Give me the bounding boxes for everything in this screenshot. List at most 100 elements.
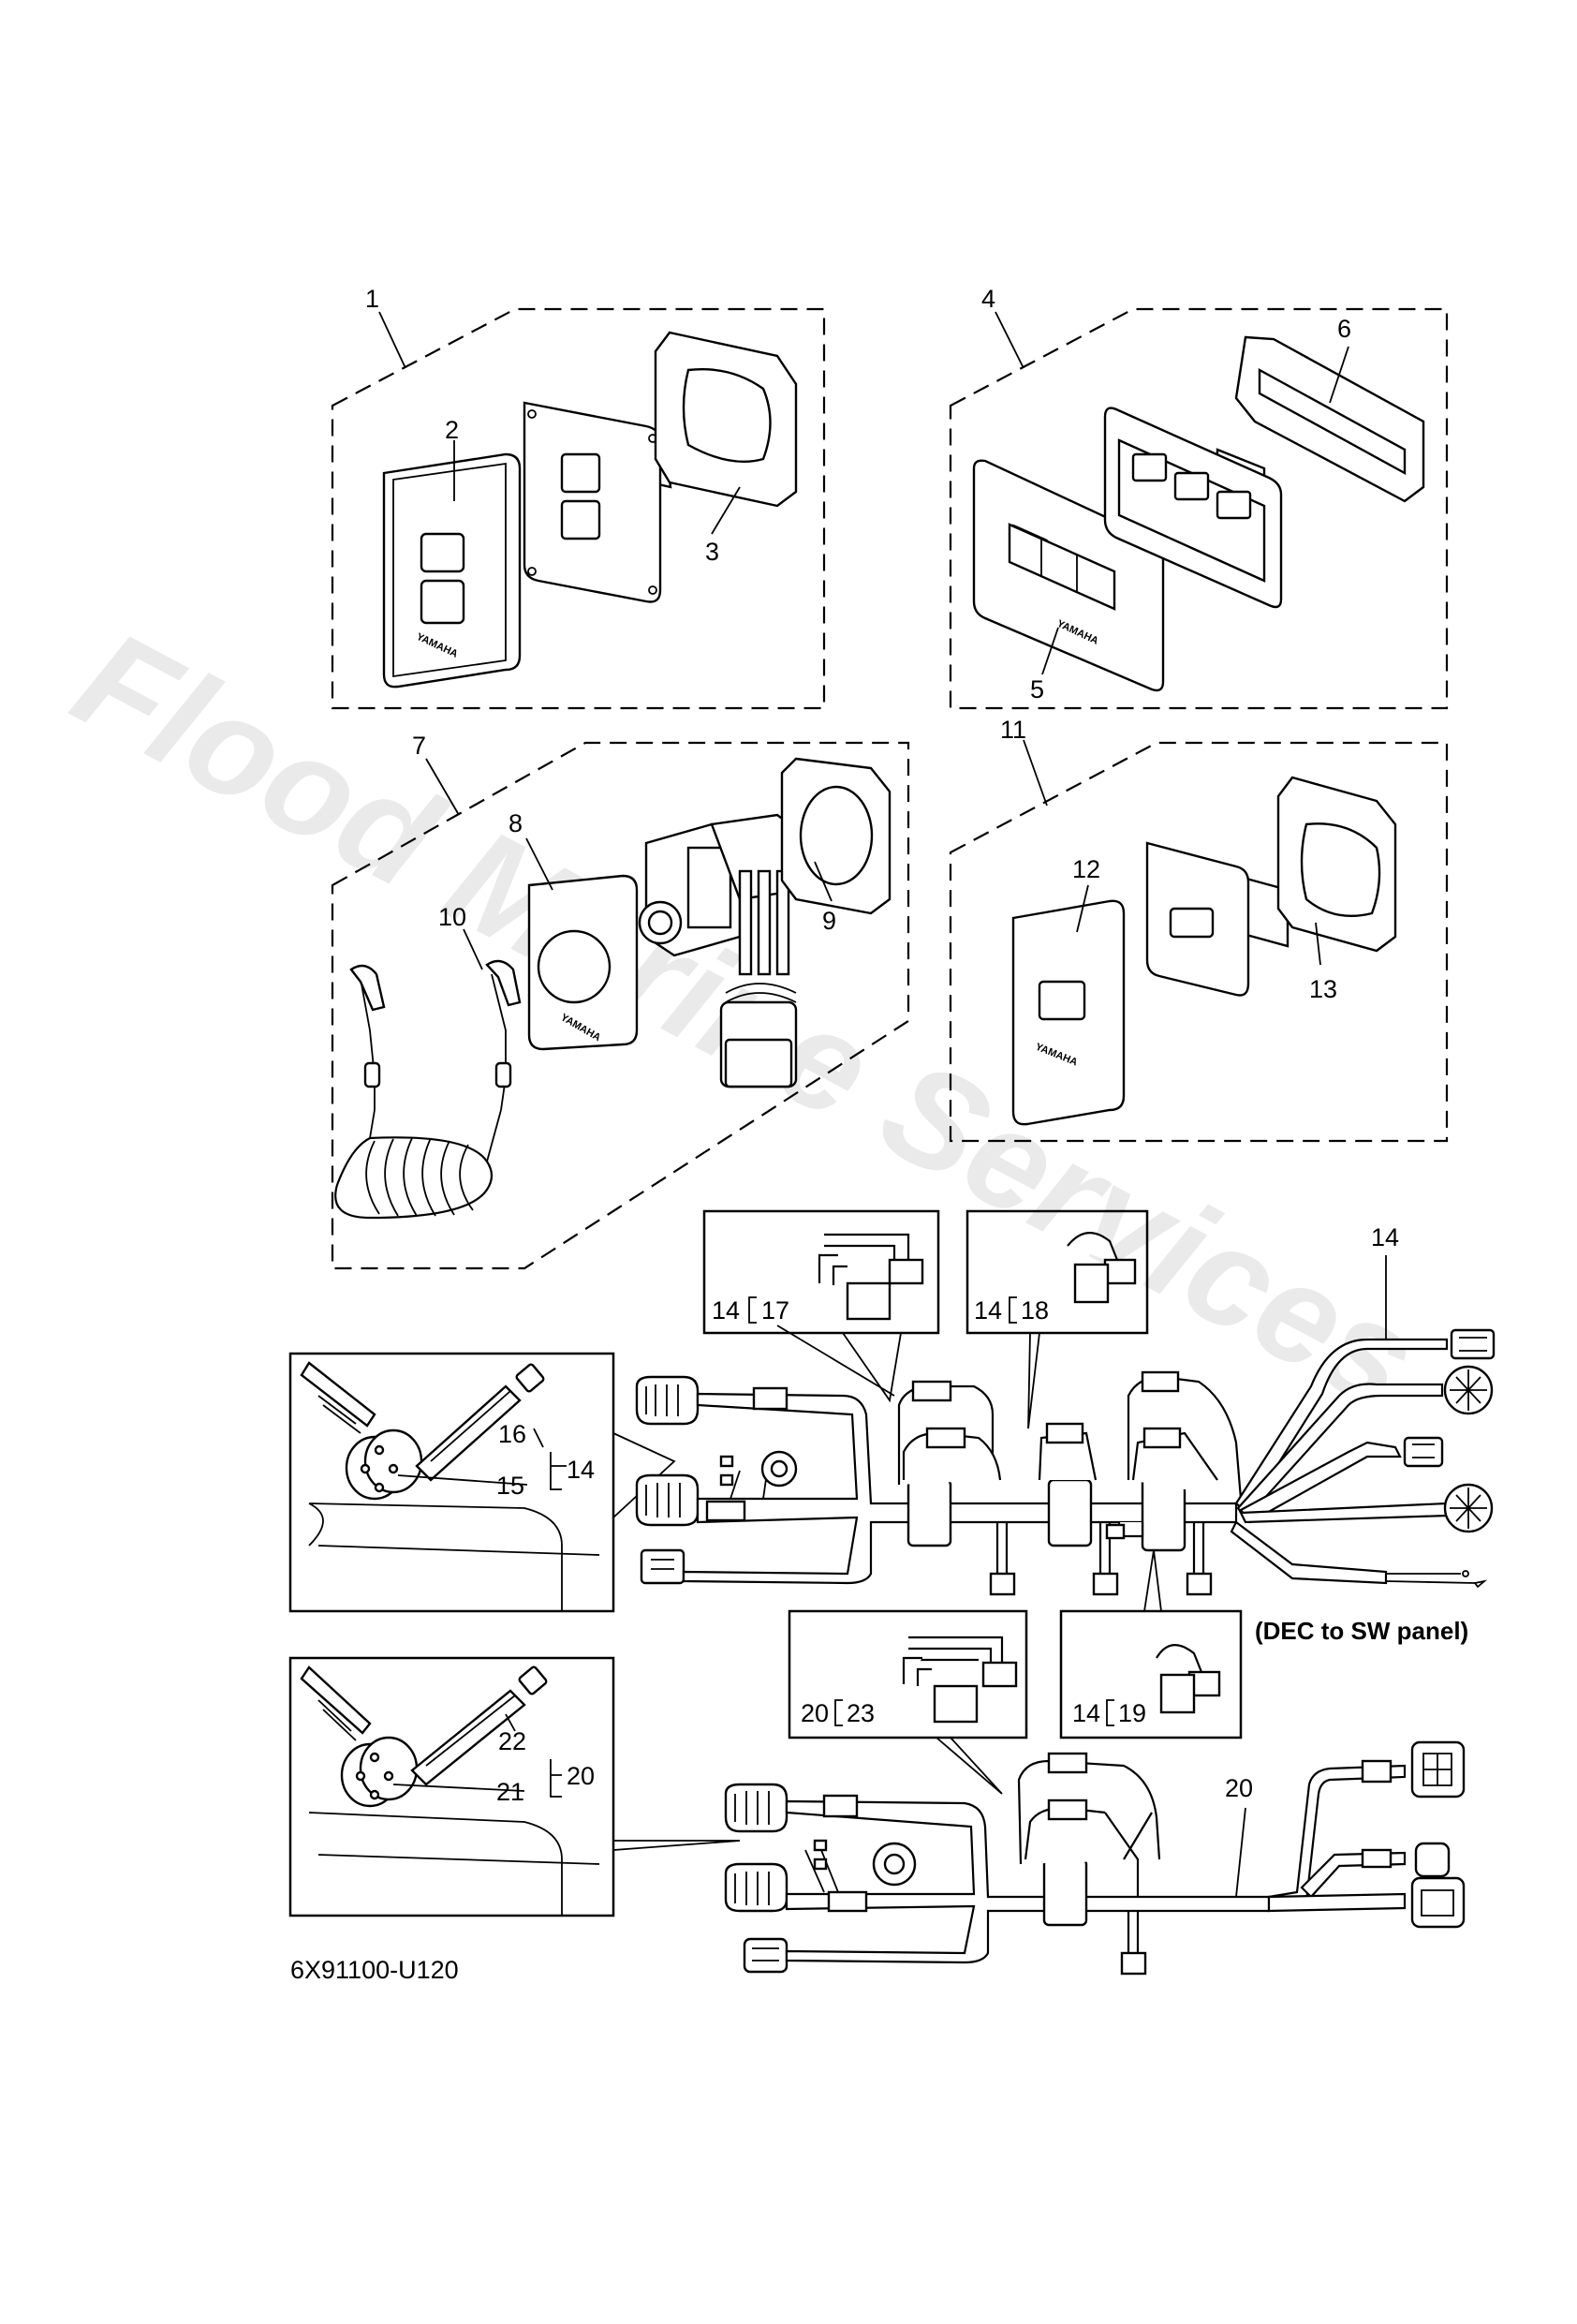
connector-left-lower-14 (640, 1548, 685, 1585)
part-number-6: 6 (1337, 315, 1351, 343)
lanyard-10 (334, 959, 522, 1220)
group-label-14-18-a: 14 (974, 1296, 1002, 1325)
part-number-22: 22 (498, 1727, 526, 1755)
group-7-border (331, 741, 910, 1270)
harness-20-trunk (785, 1799, 1271, 1964)
cover-panel-2: YAMAHA (382, 452, 522, 688)
connector-right-20-a (1410, 1740, 1466, 1799)
connector-right-14-a (1450, 1328, 1496, 1360)
leader-22 (505, 1713, 516, 1732)
pointer-inset-14-18 (1027, 1332, 1040, 1429)
harness-14-trunk (682, 1392, 1238, 1585)
leader-4 (995, 311, 1024, 369)
connector-left-upper-20 (724, 1783, 788, 1833)
group-label-21-20: 20 (567, 1762, 595, 1790)
group-label-14-17-a: 14 (712, 1296, 740, 1325)
leader-3 (711, 486, 741, 535)
part-number-4: 4 (981, 285, 995, 313)
part-number-9: 9 (822, 907, 836, 935)
group-1-border (331, 307, 826, 710)
cover-panel-8: YAMAHA (527, 874, 639, 1051)
switch-body-1 (523, 401, 672, 603)
part-number-12: 12 (1072, 855, 1100, 883)
connector-right-14-d (1443, 1483, 1494, 1533)
leader-12 (1076, 884, 1089, 933)
harness-20: 20 (724, 1740, 1466, 1976)
pointer-inset-20-23 (936, 1737, 1003, 1795)
relay-block-20 (1042, 1858, 1088, 1927)
group-7-main-switch: 7 YAMAHA 8 9 (331, 732, 910, 1270)
gasket-6 (1234, 335, 1425, 503)
group-label-15-14: 14 (567, 1456, 595, 1484)
pointer-inset-14-19 (1143, 1549, 1162, 1612)
part-number-10: 10 (438, 903, 466, 931)
cable-tie-22 (410, 1665, 548, 1786)
sensor-21 (300, 1665, 600, 1916)
gasket-9 (780, 757, 892, 915)
part-number-3: 3 (705, 538, 719, 566)
leader-8 (525, 837, 553, 891)
group-label-14-19-a: 14 (1072, 1699, 1100, 1727)
sensor-15 (300, 1361, 600, 1611)
cable-tie-16 (415, 1363, 545, 1482)
part-number-21: 21 (496, 1778, 524, 1806)
leader-7 (425, 758, 460, 816)
group-label-14-19-b: 19 (1118, 1699, 1146, 1727)
note-dec-to-sw-panel: (DEC to SW panel) (1255, 1617, 1468, 1645)
leader-13 (1315, 922, 1321, 966)
cover-panel-5: YAMAHA (972, 459, 1165, 692)
detail-box-15-16: 16 15 14 (288, 1352, 676, 1613)
relay-block-14-a (906, 1478, 952, 1547)
diagram-code: 6X91100-U120 (290, 1956, 459, 1984)
cover-panel-12: YAMAHA (1011, 899, 1126, 1126)
group-1-switch-panel: 1 YAMAHA 2 3 (331, 285, 826, 710)
part-number-8: 8 (508, 809, 523, 837)
leader-20 (1235, 1807, 1246, 1898)
part-number-13: 13 (1309, 975, 1337, 1003)
group-11-border (949, 741, 1449, 1143)
leader-5 (1041, 627, 1059, 675)
leader-9 (814, 861, 833, 902)
leader-21 (392, 1784, 525, 1792)
pointer-detail-14 (612, 1432, 676, 1518)
part-number-11: 11 (1000, 716, 1026, 744)
leader-6 (1329, 346, 1349, 404)
connector-right-14-b (1443, 1365, 1494, 1415)
group-11-switch-panel: 11 YAMAHA 12 13 (949, 716, 1449, 1143)
leader-11 (1023, 739, 1048, 807)
part-number-7: 7 (412, 732, 426, 760)
group-label-20-23-a: 20 (801, 1699, 829, 1727)
inset-14-19: 14 19 (1059, 1549, 1243, 1739)
relay-block-14-b (1047, 1478, 1093, 1547)
connector-left-middle-14 (635, 1473, 700, 1527)
harness-14: 14 (635, 1223, 1496, 1596)
inset-14-17: 14 17 (702, 1209, 940, 1403)
connector-right-20-b (1414, 1842, 1451, 1878)
group-4-border (949, 307, 1449, 710)
part-number-2: 2 (445, 416, 459, 444)
pointer-inset-14-17 (842, 1332, 902, 1403)
part-number-1: 1 (365, 285, 379, 313)
group-label-20-23-b: 23 (847, 1699, 875, 1727)
part-number-15: 15 (496, 1472, 524, 1500)
part-number-14: 14 (1371, 1223, 1399, 1251)
leader-16 (533, 1428, 544, 1448)
connector-left-middle-20 (724, 1862, 788, 1913)
part-number-20: 20 (1225, 1774, 1253, 1802)
connector-left-lower-20 (743, 1937, 788, 1974)
connector-right-20-c (1410, 1876, 1466, 1929)
detail-box-21-22: 22 21 20 (288, 1656, 741, 1917)
part-number-5: 5 (1030, 675, 1044, 703)
connector-left-upper-14 (635, 1375, 700, 1426)
switch-body-4 (1103, 407, 1283, 609)
part-number-16: 16 (498, 1420, 526, 1448)
leader-15 (397, 1474, 528, 1486)
bracket-21-22 (550, 1759, 562, 1798)
switch-body-11 (1145, 841, 1290, 997)
group-label-14-17-b: 17 (761, 1296, 789, 1325)
gasket-3 (654, 331, 798, 508)
part-number-18: 18 (1021, 1296, 1049, 1325)
inset-20-23: 20 23 (788, 1609, 1028, 1795)
bracket-15-16 (550, 1452, 567, 1490)
